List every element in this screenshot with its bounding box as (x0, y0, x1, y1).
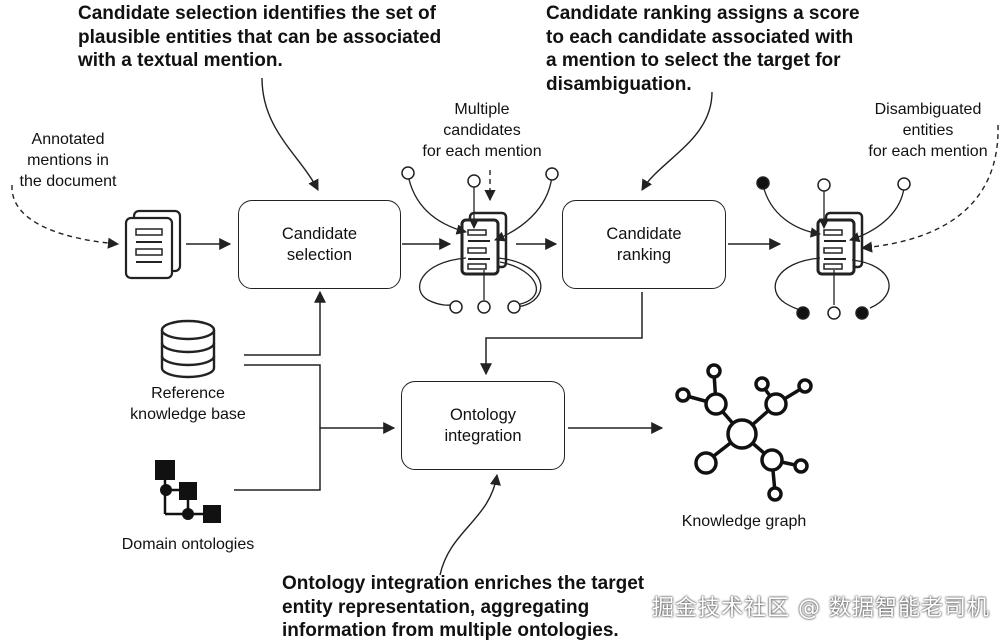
disambiguated-dashed-pointer (860, 124, 999, 253)
disambiguated-nodes (756, 176, 911, 320)
callout-line: Candidate ranking assigns a score (546, 3, 860, 24)
candidate-document-icon (460, 211, 508, 276)
ranking-to-ontology-connector (480, 292, 643, 376)
document-icon (124, 209, 182, 280)
box-line: Candidate (281, 224, 358, 243)
candidate-selection-box: Candidate selection (238, 200, 401, 289)
callout-line: a mention to select the target for (546, 50, 841, 71)
label-line: Reference (151, 385, 225, 402)
candidate-ranking-box: Candidate ranking (562, 200, 726, 289)
label-line: Disambiguated (874, 101, 982, 118)
box-line: Candidate (606, 224, 682, 243)
label-line: Multiple (454, 101, 510, 118)
callout-line: with a textual mention. (78, 50, 283, 71)
callout-line: plausible entities that can be associate… (78, 26, 442, 48)
label-line: for each mention (422, 143, 542, 160)
label-line: knowledge base (130, 406, 246, 423)
disambiguated-entities-label: Disambiguated entities for each mention (852, 99, 1004, 162)
knowledge-graph-label: Knowledge graph (681, 513, 807, 530)
label-line: Annotated (31, 131, 105, 148)
ontology-callout-pointer (439, 473, 501, 576)
watermark: 掘金技术社区 @ 数据智能老司机 (652, 596, 990, 621)
annotated-mentions-label: Annotated mentions in the document (6, 129, 130, 192)
label-line: candidates (443, 122, 521, 139)
callout-line: Ontology integration enriches the target (282, 573, 645, 594)
callout-line: information from multiple ontologies. (282, 620, 619, 641)
knowledge-graph-icon (675, 363, 813, 502)
ranking-callout-pointer (641, 91, 713, 191)
ontology-tree-icon (155, 460, 221, 523)
box-line: ranking (616, 245, 672, 264)
selection-callout-pointer (261, 77, 319, 191)
ontology-callout: Ontology integration enriches the target… (282, 572, 644, 643)
callout-line: entity representation, aggregating (282, 596, 590, 618)
multiple-candidates-label: Multiple candidates for each mention (406, 99, 558, 162)
box-line: Ontology (449, 405, 517, 424)
candidate-nodes (401, 166, 559, 314)
kb-connectors (234, 290, 396, 491)
ontology-integration-box: Ontology integration (401, 381, 565, 470)
selection-callout: Candidate selection identifies the set o… (78, 2, 441, 73)
callout-line: to each candidate associated with (546, 26, 854, 48)
callout-line: Candidate selection identifies the set o… (78, 3, 436, 24)
label-line: the document (19, 173, 117, 190)
callout-line: disambiguation. (546, 73, 692, 95)
label-line: entities (902, 122, 954, 139)
label-line: for each mention (868, 143, 988, 160)
annotated-dashed-pointer (11, 184, 120, 249)
box-line: selection (286, 245, 353, 264)
label-line: mentions in (27, 152, 109, 169)
domain-ontologies-label: Domain ontologies (121, 536, 255, 553)
reference-kb-label: Reference knowledge base (110, 383, 266, 425)
ranking-callout: Candidate ranking assigns a score to eac… (546, 2, 860, 96)
database-icon (160, 319, 216, 379)
box-line: integration (444, 426, 522, 445)
disambiguated-document-icon (816, 211, 864, 276)
